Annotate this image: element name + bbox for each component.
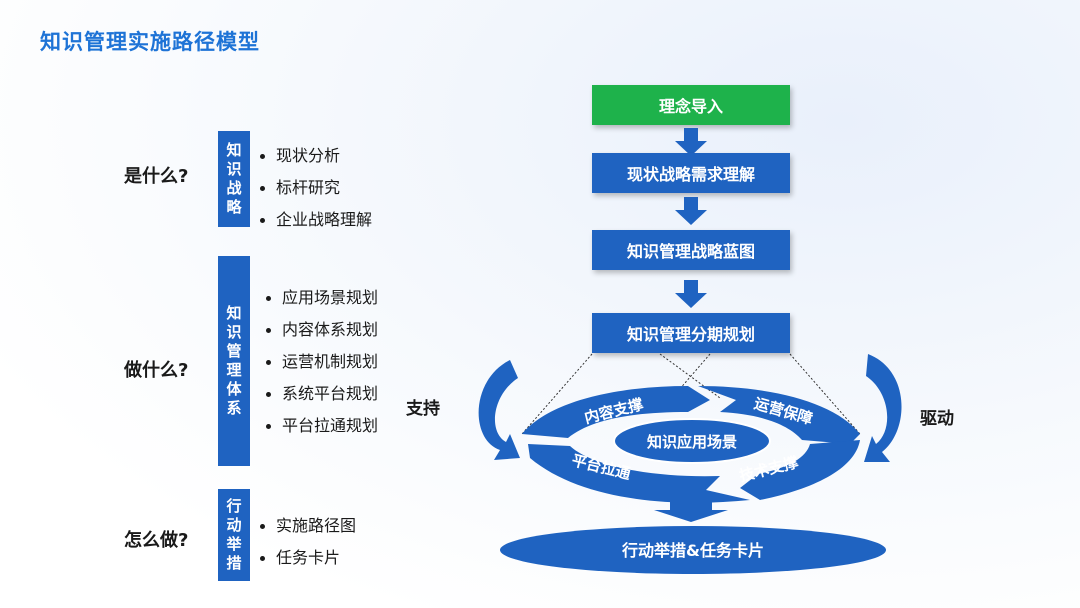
question-what: 是什么? <box>124 166 189 187</box>
support-label: 支持 <box>406 399 440 419</box>
down-arrow-icon <box>675 128 707 156</box>
bar-char: 知 <box>226 141 242 159</box>
bar-char: 举 <box>226 535 242 553</box>
question-do: 做什么? <box>124 360 189 381</box>
bar-char: 行 <box>226 497 242 515</box>
guide-line <box>521 353 593 435</box>
cycle-center-ellipse <box>613 418 771 464</box>
list-item: 实施路径图 <box>258 510 356 542</box>
list-how: 实施路径图 任务卡片 <box>258 510 356 574</box>
list-item: 应用场景规划 <box>264 282 378 314</box>
list-item: 标杆研究 <box>258 172 372 204</box>
support-arrow-icon <box>478 360 520 460</box>
bar-char: 动 <box>226 516 242 534</box>
guide-line <box>659 353 721 399</box>
cycle-segment-operation <box>698 386 860 444</box>
action-ellipse-label: 行动举措&任务卡片 <box>621 541 764 560</box>
bar-action-measures: 行 动 举 措 <box>218 489 250 581</box>
list-item: 运营机制规划 <box>264 346 378 378</box>
down-arrow-icon <box>675 197 707 225</box>
list-item: 现状分析 <box>258 140 372 172</box>
question-how: 怎么做? <box>124 530 189 551</box>
bar-char: 理 <box>226 361 242 379</box>
cycle-diagram: 知识应用场景 内容支撑 运营保障 技术支撑 平台拉通 <box>478 353 902 522</box>
down-arrow-icon <box>654 502 728 522</box>
list-what: 现状分析 标杆研究 企业战略理解 <box>258 140 372 236</box>
bar-knowledge-strategy: 知 识 战 略 <box>218 131 250 227</box>
action-ellipse: 行动举措&任务卡片 <box>500 526 886 574</box>
cycle-center-label: 知识应用场景 <box>647 433 737 451</box>
bar-char: 措 <box>226 554 242 572</box>
page-title: 知识管理实施路径模型 <box>40 30 260 54</box>
bar-char: 略 <box>226 198 242 216</box>
list-item: 平台拉通规划 <box>264 410 378 442</box>
guide-line <box>789 353 861 435</box>
list-do: 应用场景规划 内容体系规划 运营机制规划 系统平台规划 平台拉通规划 <box>264 282 378 442</box>
cycle-segment-tech <box>740 440 860 500</box>
bar-char: 识 <box>226 323 242 341</box>
bar-char: 识 <box>226 160 242 178</box>
flow-step-blueprint: 知识管理战略蓝图 <box>592 230 790 270</box>
list-item: 企业战略理解 <box>258 204 372 236</box>
bar-char: 战 <box>226 179 242 197</box>
drive-label: 驱动 <box>920 409 954 429</box>
bar-char: 系 <box>226 399 242 417</box>
bar-char: 知 <box>226 304 242 322</box>
list-item: 系统平台规划 <box>264 378 378 410</box>
drive-arrow-icon <box>864 354 902 462</box>
cycle-segment-content <box>522 386 710 438</box>
list-item: 任务卡片 <box>258 542 356 574</box>
down-arrow-icon <box>675 280 707 308</box>
list-item: 内容体系规划 <box>264 314 378 346</box>
flow-step-status: 现状战略需求理解 <box>592 153 790 193</box>
bar-char: 管 <box>226 342 242 360</box>
flow-step-phased-plan: 知识管理分期规划 <box>592 313 790 353</box>
cycle-segment-platform <box>528 444 750 503</box>
flow-step-concept: 理念导入 <box>592 85 790 125</box>
bar-char: 体 <box>226 380 242 398</box>
bar-knowledge-system: 知 识 管 理 体 系 <box>218 256 250 466</box>
